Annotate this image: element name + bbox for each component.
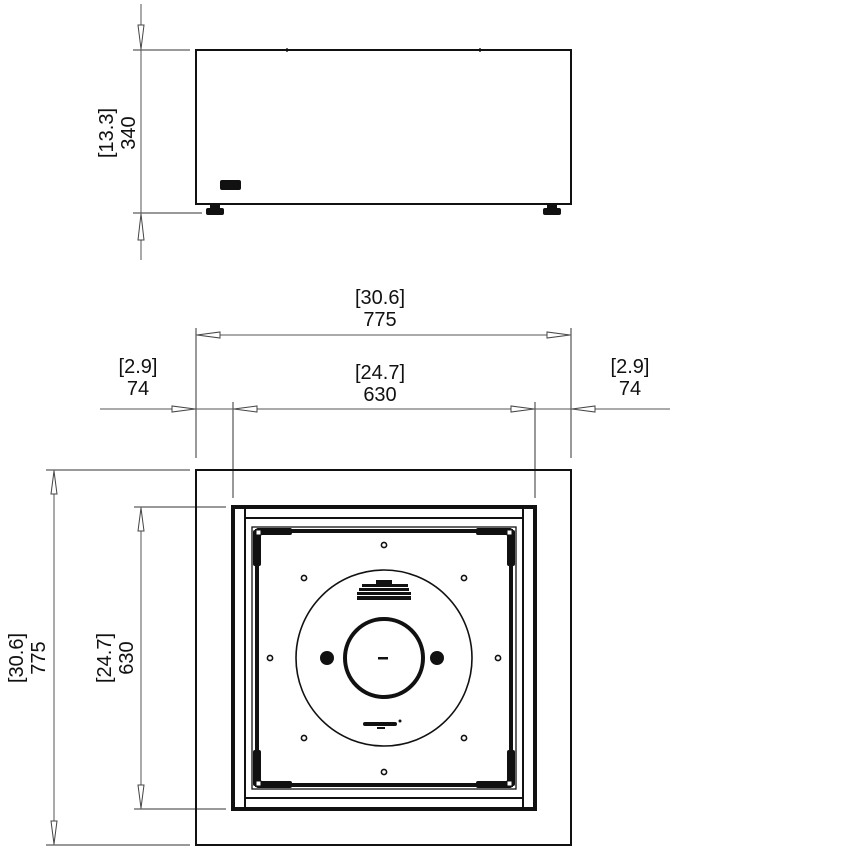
side-height-label: [13.3] 340: [96, 83, 140, 183]
top-view: [195, 469, 572, 846]
overall-width-label: [30.6] 775: [330, 287, 430, 331]
inner-depth-mm: 630: [116, 641, 138, 675]
overall-depth-label: [30.6] 775: [6, 608, 50, 708]
inner-width-inches: [24.7]: [354, 362, 406, 384]
right-margin-mm: 74: [618, 378, 642, 400]
corner-brackets: [253, 528, 515, 788]
ignition-port-right: [430, 651, 444, 665]
ignition-port-left: [320, 651, 334, 665]
left-margin-inches: [2.9]: [118, 356, 158, 378]
brand-badge: [220, 180, 241, 190]
burner-slot: [378, 657, 388, 660]
inner-depth-label: [24.7] 630: [94, 608, 138, 708]
right-margin-inches: [2.9]: [610, 356, 650, 378]
overall-depth-mm: 775: [28, 641, 50, 675]
side-height-mm: 340: [118, 116, 140, 150]
leveling-foot-right: [543, 204, 561, 215]
overall-width-inches: [30.6]: [354, 287, 406, 309]
burner-ring-inner: [343, 617, 425, 699]
warning-label-icon: [357, 580, 411, 600]
top-view-horizontal-dimensions: [100, 328, 670, 498]
left-margin-mm: 74: [126, 378, 150, 400]
inner-depth-inches: [24.7]: [94, 632, 116, 684]
overall-width-mm: 775: [363, 309, 397, 331]
right-margin-label: [2.9] 74: [590, 356, 670, 400]
overall-depth-inches: [30.6]: [6, 632, 28, 684]
mounting-holes: [266, 541, 502, 776]
side-view-body: [195, 49, 572, 205]
burner-tray: [231, 505, 537, 811]
leveling-foot-left: [206, 204, 224, 215]
height-dimension: [133, 4, 202, 260]
burner-plate: [251, 526, 517, 790]
side-view: [133, 4, 572, 260]
inner-width-label: [24.7] 630: [330, 362, 430, 406]
burner-ring-outer: [295, 569, 473, 747]
inner-width-mm: 630: [363, 384, 397, 406]
top-view-vertical-dimensions: [46, 469, 226, 846]
left-margin-label: [2.9] 74: [98, 356, 178, 400]
brand-logo-icon: [363, 719, 402, 729]
outer-frame: [195, 469, 572, 846]
side-height-inches: [13.3]: [96, 107, 118, 159]
